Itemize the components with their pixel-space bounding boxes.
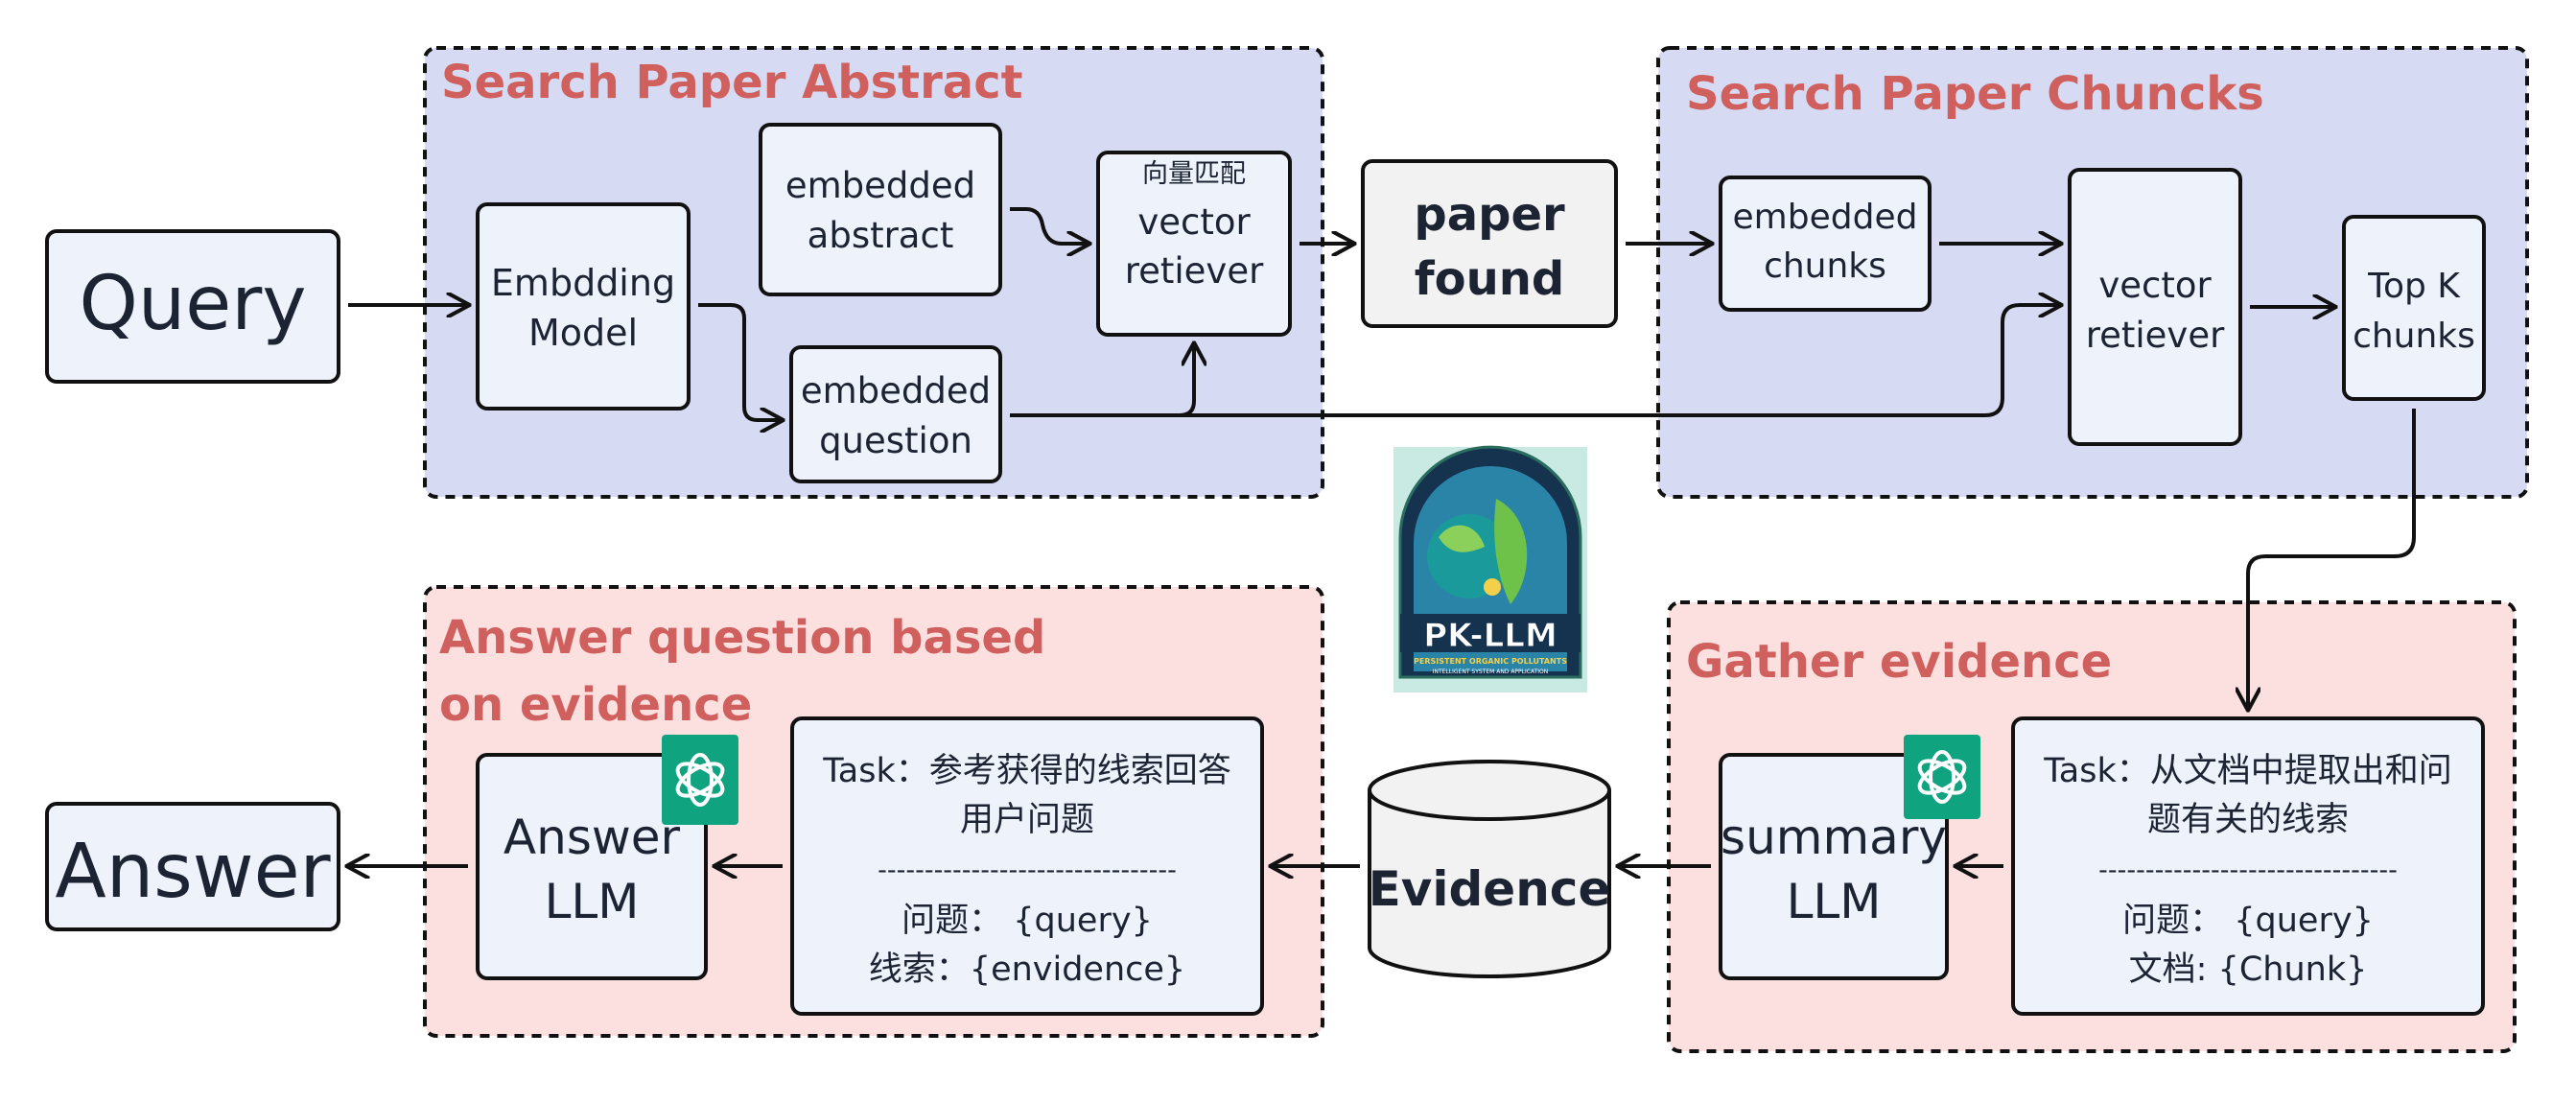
gather-task-line1: Task：从文档中提取出和问 — [2043, 752, 2452, 790]
pk-llm-logo-name: PK-LLM — [1423, 617, 1557, 655]
node-top-k-line2: chunks — [2353, 317, 2475, 356]
connectors — [348, 207, 2416, 866]
gather-task-line2: 题有关的线索 — [2147, 801, 2349, 839]
region-title-answer-line1: Answer question based — [439, 611, 1045, 665]
node-vector-retriever-1-line1: vector — [1137, 201, 1251, 243]
node-answer-llm-line1: Answer — [503, 810, 681, 865]
region-title-search-abstract: Search Paper Abstract — [441, 56, 1023, 109]
node-embedding-model-line2: Model — [528, 312, 638, 354]
node-embedded-abstract: embedded abstract — [759, 123, 1002, 296]
node-embedded-chunks-line2: chunks — [1764, 246, 1886, 286]
node-summary-llm: summary LLM — [1719, 753, 1949, 980]
node-vector-retriever-1-cn: 向量匹配 — [1142, 159, 1246, 189]
pk-llm-logo-subtitle: PERSISTENT ORGANIC POLLUTANTS — [1414, 657, 1567, 666]
edge-top-k-to-gather-prompt — [2248, 409, 2416, 709]
gather-question-var: 问题： {query} — [2122, 902, 2374, 940]
node-paper-found: paper found — [1361, 159, 1618, 328]
node-evidence-database: Evidence — [1368, 760, 1611, 978]
answer-divider: -------------------------------- — [878, 856, 1177, 885]
node-summary-llm-line2: LLM — [1787, 874, 1882, 929]
answer-task-line2: 用户问题 — [960, 801, 1094, 839]
node-top-k-line1: Top K — [2367, 267, 2461, 306]
node-embedded-chunks: embedded chunks — [1719, 176, 1932, 312]
node-paper-found-line2: found — [1415, 252, 1565, 306]
node-vector-retriever-2-line2: retiever — [2086, 315, 2225, 356]
region-title-gather: Gather evidence — [1686, 635, 2112, 689]
node-embedded-question: embedded question — [789, 345, 1002, 483]
edge-embedding-model-to-embedded-question — [698, 303, 782, 420]
openai-logo-icon — [662, 735, 738, 825]
edge-embedded-question-to-vector-retriever-2 — [1180, 305, 2060, 417]
region-title-search-chunks: Search Paper Chuncks — [1686, 67, 2264, 121]
gather-divider: -------------------------------- — [2098, 856, 2398, 885]
node-answer-prompt: Task：参考获得的线索回答 用户问题 --------------------… — [790, 716, 1264, 1016]
node-embedding-model-line1: Embdding — [491, 262, 675, 304]
answer-clue-var: 线索：{envidence} — [869, 950, 1185, 989]
node-evidence-label: Evidence — [1369, 861, 1611, 917]
node-query-label: Query — [79, 261, 306, 347]
pk-llm-logo: PK-LLM PERSISTENT ORGANIC POLLUTANTS INT… — [1393, 445, 1587, 692]
node-embedded-chunks-line1: embedded — [1733, 198, 1918, 237]
node-answer-llm-line2: LLM — [545, 874, 640, 929]
node-vector-retriever-1: 向量匹配 vector retiever — [1096, 151, 1292, 337]
node-gather-prompt: Task：从文档中提取出和问 题有关的线索 ------------------… — [2011, 716, 2485, 1016]
region-title-answer-line2: on evidence — [439, 678, 752, 732]
answer-question-var: 问题： {query} — [902, 902, 1153, 940]
node-query: Query — [45, 229, 340, 384]
edge-embedded-abstract-to-vector-retriever-1 — [1010, 207, 1089, 244]
pk-llm-logo-subtitle-2: INTELLIGENT SYSTEM AND APPLICATION — [1433, 669, 1549, 675]
node-embedded-question-line1: embedded — [801, 370, 991, 411]
gather-doc-var: 文档: {Chunk} — [2129, 950, 2368, 989]
node-answer-label: Answer — [55, 829, 331, 915]
node-answer-llm: Answer LLM — [476, 753, 708, 980]
node-embedding-model: Embdding Model — [476, 202, 691, 411]
node-answer: Answer — [45, 802, 340, 931]
node-vector-retriever-2-line1: vector — [2098, 265, 2212, 306]
openai-logo-icon — [1904, 735, 1980, 819]
node-embedded-abstract-line1: embedded — [785, 165, 975, 206]
node-vector-retriever-2: vector retiever — [2068, 168, 2242, 446]
node-embedded-question-line2: question — [819, 420, 972, 461]
node-embedded-abstract-line2: abstract — [808, 215, 954, 256]
node-paper-found-line1: paper — [1414, 188, 1565, 242]
answer-task-line1: Task：参考获得的线索回答 — [822, 752, 1231, 790]
node-vector-retriever-1-line2: retiever — [1125, 250, 1264, 292]
node-top-k-chunks: Top K chunks — [2342, 215, 2486, 401]
